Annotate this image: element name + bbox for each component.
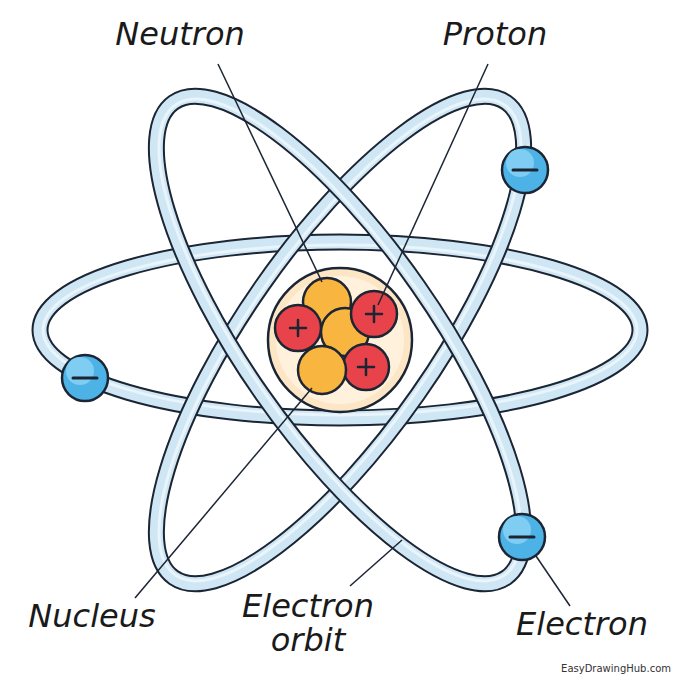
electron-orbit xyxy=(96,48,584,632)
part-label: Nucleus xyxy=(25,600,158,634)
leader-lines xyxy=(135,64,570,606)
watermark: EasyDrawingHub.com xyxy=(558,664,674,675)
electron-ball xyxy=(62,355,108,401)
electron-orbit xyxy=(96,48,584,632)
part-label: Electron xyxy=(513,608,651,642)
part-label: Proton xyxy=(440,18,550,52)
electron-orbit xyxy=(40,242,640,418)
part-label: Electron orbit xyxy=(225,590,391,657)
part-label: Neutron xyxy=(112,18,247,52)
electron-ball xyxy=(502,147,548,193)
nucleons xyxy=(275,278,397,394)
proton-plus xyxy=(290,306,382,375)
nucleus-shell xyxy=(268,268,412,412)
nucleus-glow xyxy=(276,276,404,404)
electron-ball xyxy=(499,514,545,560)
